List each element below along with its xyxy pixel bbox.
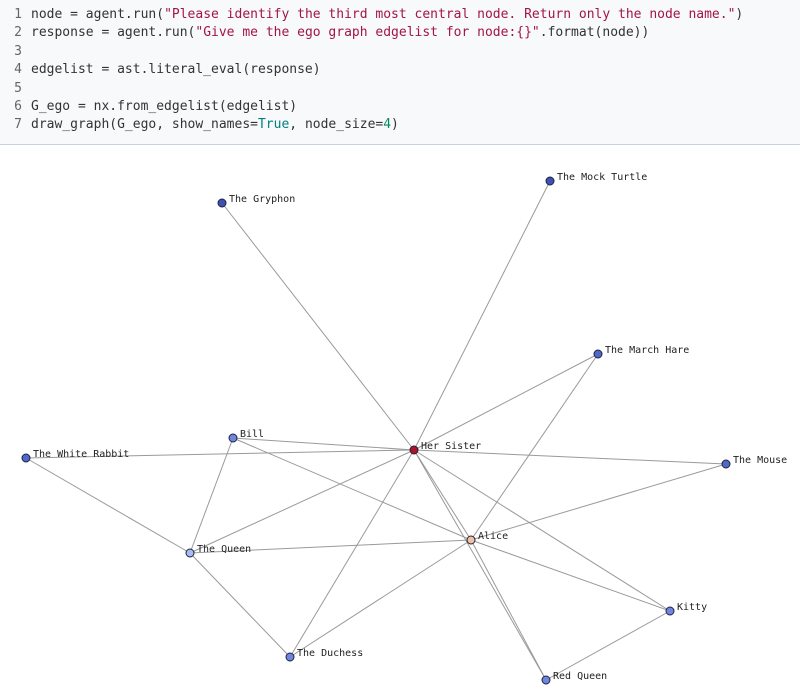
edge-the-queen-alice (189, 539, 472, 554)
code-cell[interactable]: 1 node = agent.run("Please identify the t… (0, 0, 800, 145)
code-line: 7 draw_graph(G_ego, show_names=True, node… (0, 116, 800, 134)
edge-the-mouse-alice (470, 463, 727, 541)
code-token: 4 (383, 117, 392, 133)
node-label: The Duchess (297, 648, 363, 659)
code-line: 2 response = agent.run("Give me the ego g… (0, 24, 800, 42)
edge-the-duchess-alice (289, 539, 472, 658)
edge-the-gryphon-her-sister (221, 202, 415, 451)
node-label: Bill (240, 429, 264, 440)
node-label: The White Rabbit (33, 449, 129, 460)
code-line: 6 G_ego = nx.from_edgelist(edgelist) (0, 98, 800, 116)
code-line: 1 node = agent.run("Please identify the t… (0, 6, 800, 24)
edge-alice-kitty (470, 539, 671, 612)
code-token: ) (391, 117, 399, 133)
node-red-queen[interactable] (541, 675, 551, 685)
edge-the-mock-turtle-her-sister (413, 180, 551, 451)
edge-bill-alice (232, 437, 472, 541)
edge-the-white-rabbit-the-queen (25, 457, 191, 554)
code-line: 4 edgelist = ast.literal_eval(response) (0, 61, 800, 79)
edge-her-sister-the-duchess (289, 449, 415, 658)
node-kitty[interactable] (665, 606, 675, 616)
code-token: True (257, 117, 290, 133)
node-the-march-hare[interactable] (593, 349, 603, 359)
node-label: The March Hare (605, 345, 689, 356)
edge-the-white-rabbit-her-sister (25, 449, 415, 459)
edge-the-queen-the-duchess (189, 552, 291, 658)
node-the-mock-turtle[interactable] (545, 176, 555, 186)
edge-bill-the-queen (189, 437, 234, 554)
edge-kitty-red-queen (545, 610, 671, 681)
node-label: The Mouse (733, 455, 787, 466)
node-the-queen[interactable] (185, 548, 195, 558)
edge-the-march-hare-alice (470, 353, 599, 541)
node-label: The Queen (197, 544, 251, 555)
node-the-white-rabbit[interactable] (21, 453, 31, 463)
edge-her-sister-kitty (413, 449, 671, 612)
code-token: response = agent.run( (31, 25, 196, 41)
line-number: 1 (14, 7, 22, 22)
node-the-gryphon[interactable] (217, 198, 227, 208)
code-token: G_ego = nx.from_edgelist(edgelist) (31, 98, 298, 114)
edge-her-sister-the-mouse (413, 449, 727, 465)
line-number: 5 (14, 80, 22, 96)
code-line: 3 (0, 43, 800, 61)
node-label: The Mock Turtle (557, 172, 647, 183)
node-alice[interactable] (466, 535, 476, 545)
code-token: ) (735, 7, 744, 22)
edge-the-march-hare-her-sister (413, 353, 599, 451)
code-token: "Give me the ego graph edgelist for node… (195, 25, 540, 41)
node-bill[interactable] (228, 433, 238, 443)
line-number: 7 (14, 117, 22, 133)
code-line: 5 (0, 80, 800, 98)
code-token: node = agent.run( (31, 7, 165, 22)
edge-bill-her-sister (232, 437, 415, 451)
edge-her-sister-red-queen (413, 449, 547, 681)
node-label: Kitty (677, 602, 707, 613)
line-number: 3 (14, 43, 22, 59)
node-the-duchess[interactable] (285, 652, 295, 662)
line-number: 2 (14, 25, 22, 41)
code-token: edgelist = ast.literal_eval(response) (31, 62, 321, 78)
code-token: , node_size= (289, 117, 384, 133)
node-label: Alice (478, 531, 508, 542)
line-number: 6 (14, 98, 22, 114)
node-her-sister[interactable] (409, 445, 419, 455)
code-token: "Please identify the third most central … (164, 7, 736, 22)
edge-her-sister-alice (413, 449, 472, 541)
edge-alice-red-queen (470, 539, 547, 681)
node-label: Her Sister (421, 441, 481, 452)
code-token: .format(node)) (539, 25, 650, 41)
node-the-mouse[interactable] (721, 459, 731, 469)
node-label: Red Queen (553, 671, 607, 682)
line-number: 4 (14, 62, 22, 78)
node-label: The Gryphon (229, 194, 295, 205)
edge-her-sister-the-queen (189, 449, 415, 554)
code-token: draw_graph(G_ego, show_names= (31, 117, 258, 133)
